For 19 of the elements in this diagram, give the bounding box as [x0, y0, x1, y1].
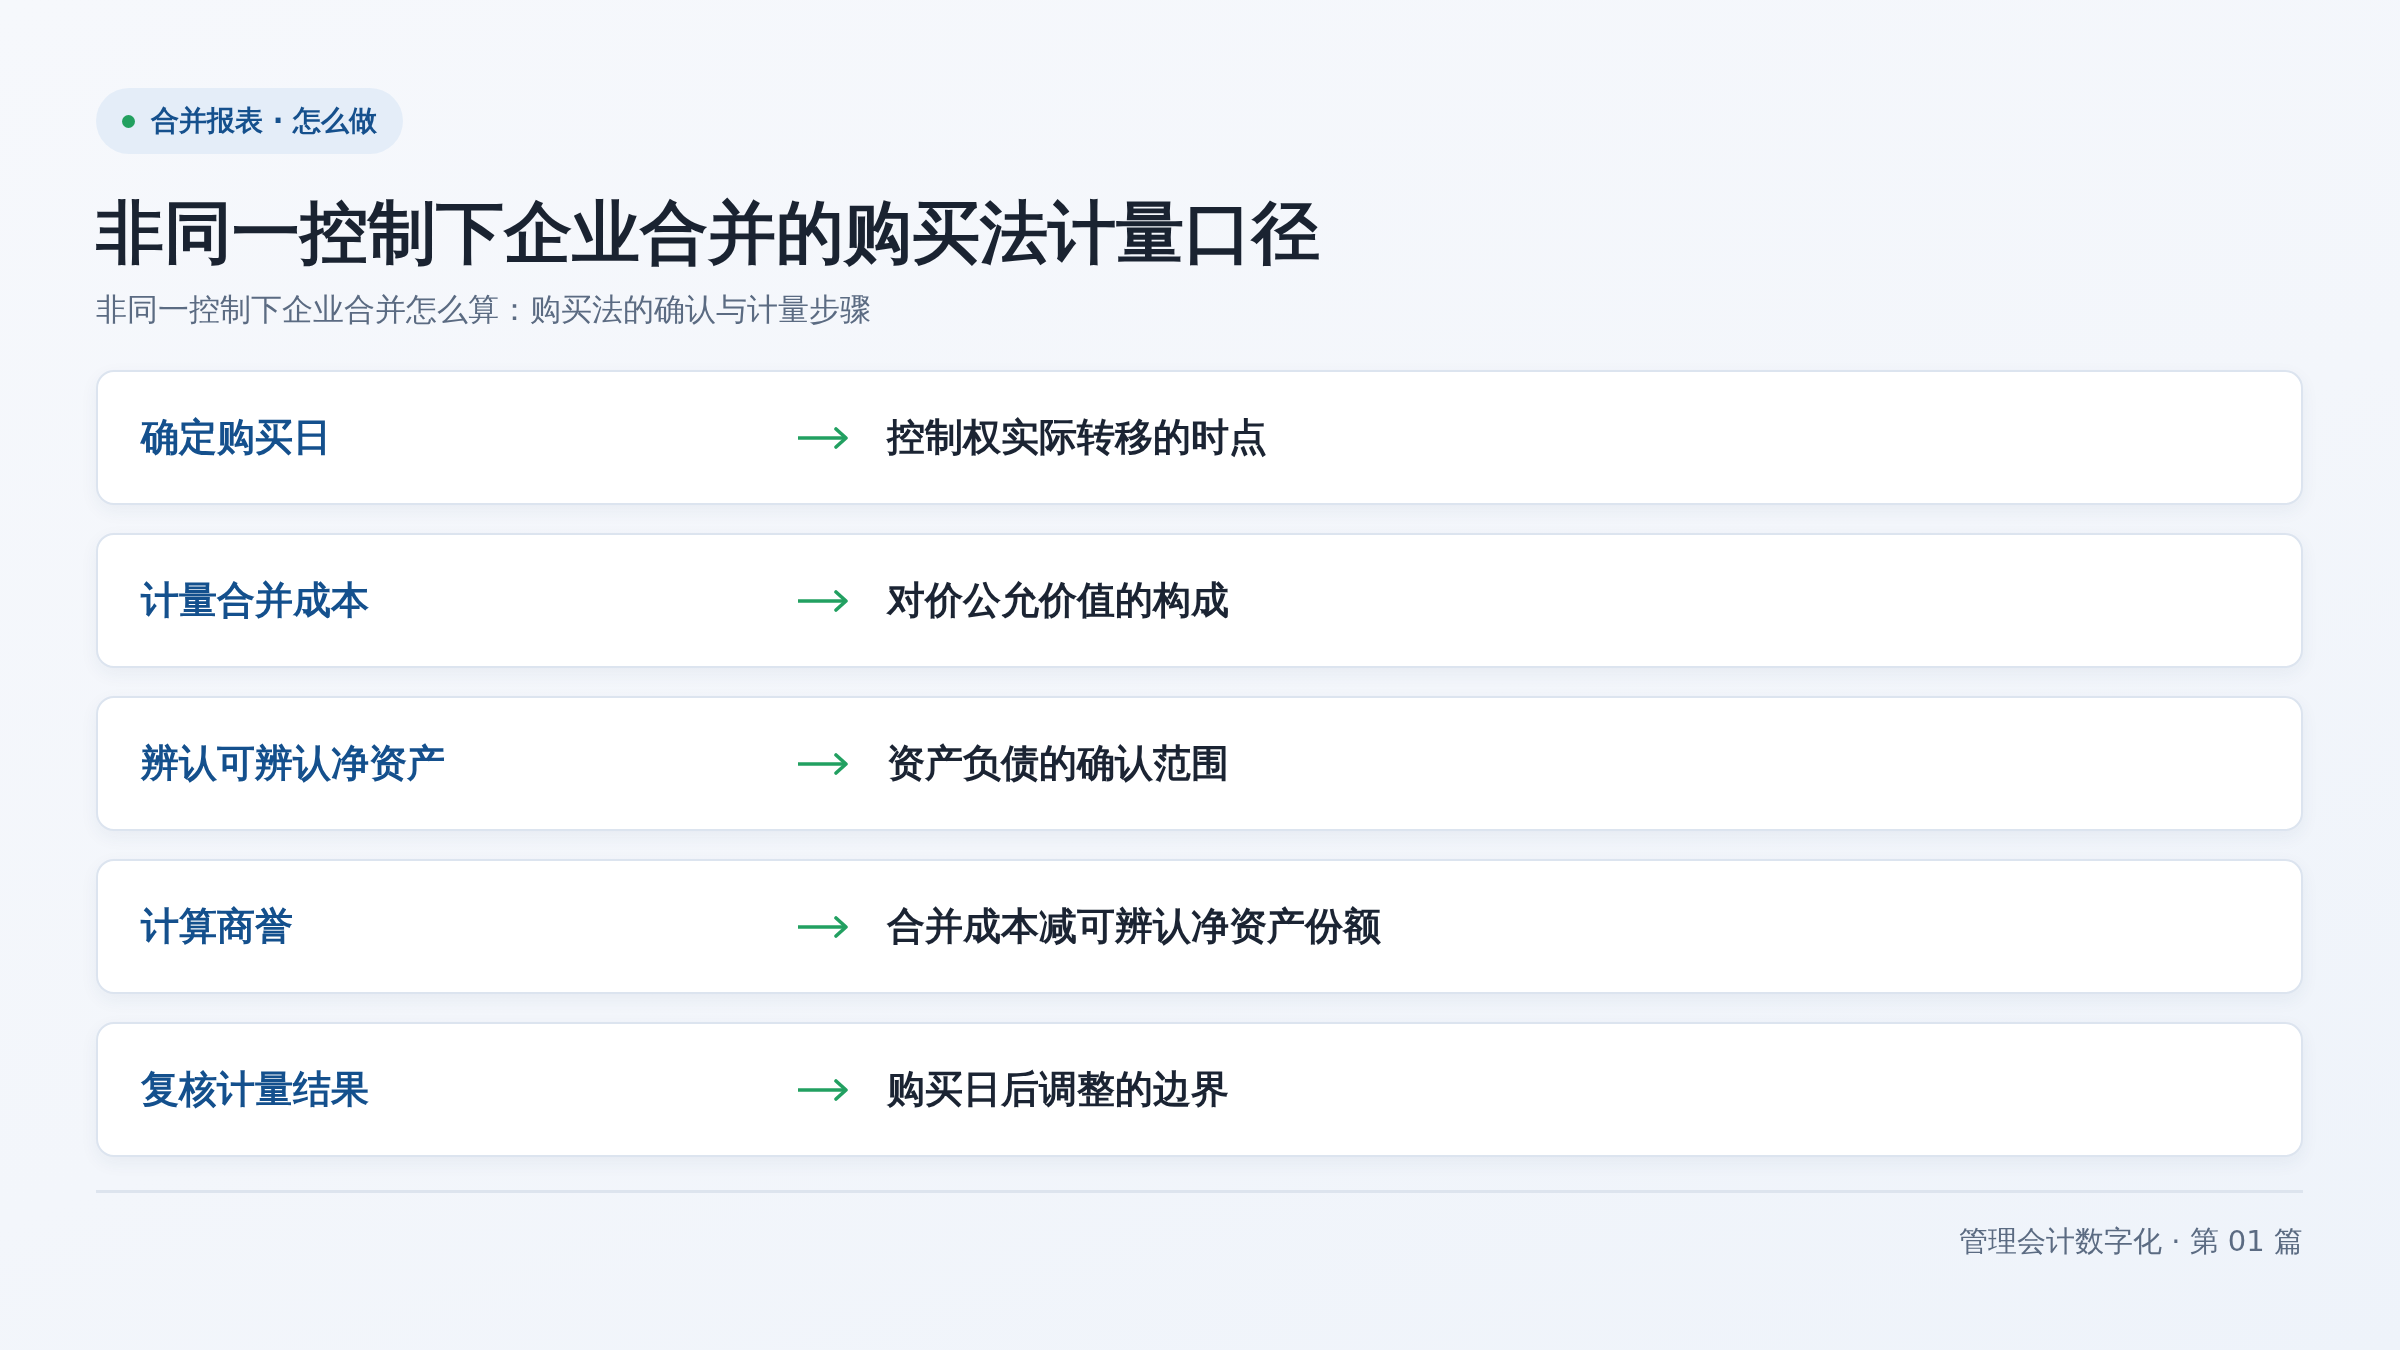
footer-text: 管理会计数字化 · 第 01 篇 [1959, 1223, 2303, 1260]
step-description: 资产负债的确认范围 [887, 740, 1229, 787]
step-description: 合并成本减可辨认净资产份额 [887, 903, 1381, 950]
step-card [96, 1022, 2303, 1157]
step-title: 计算商誉 [141, 903, 293, 950]
step-description: 对价公允价值的构成 [887, 577, 1229, 624]
tag-text: 合并报表 · 怎么做 [151, 103, 378, 139]
step-title: 确定购买日 [141, 414, 331, 461]
step-title: 复核计量结果 [141, 1066, 369, 1113]
step-description: 控制权实际转移的时点 [887, 414, 1267, 461]
step-description: 购买日后调整的边界 [887, 1066, 1229, 1113]
step-card [96, 859, 2303, 994]
step-card [96, 370, 2303, 505]
step-card [96, 533, 2303, 668]
page-title: 非同一控制下企业合并的购买法计量口径 [96, 192, 1320, 274]
step-card [96, 696, 2303, 831]
subtitle: 非同一控制下企业合并怎么算：购买法的确认与计量步骤 [96, 290, 871, 329]
step-title: 辨认可辨认净资产 [141, 740, 445, 787]
step-title: 计量合并成本 [141, 577, 369, 624]
